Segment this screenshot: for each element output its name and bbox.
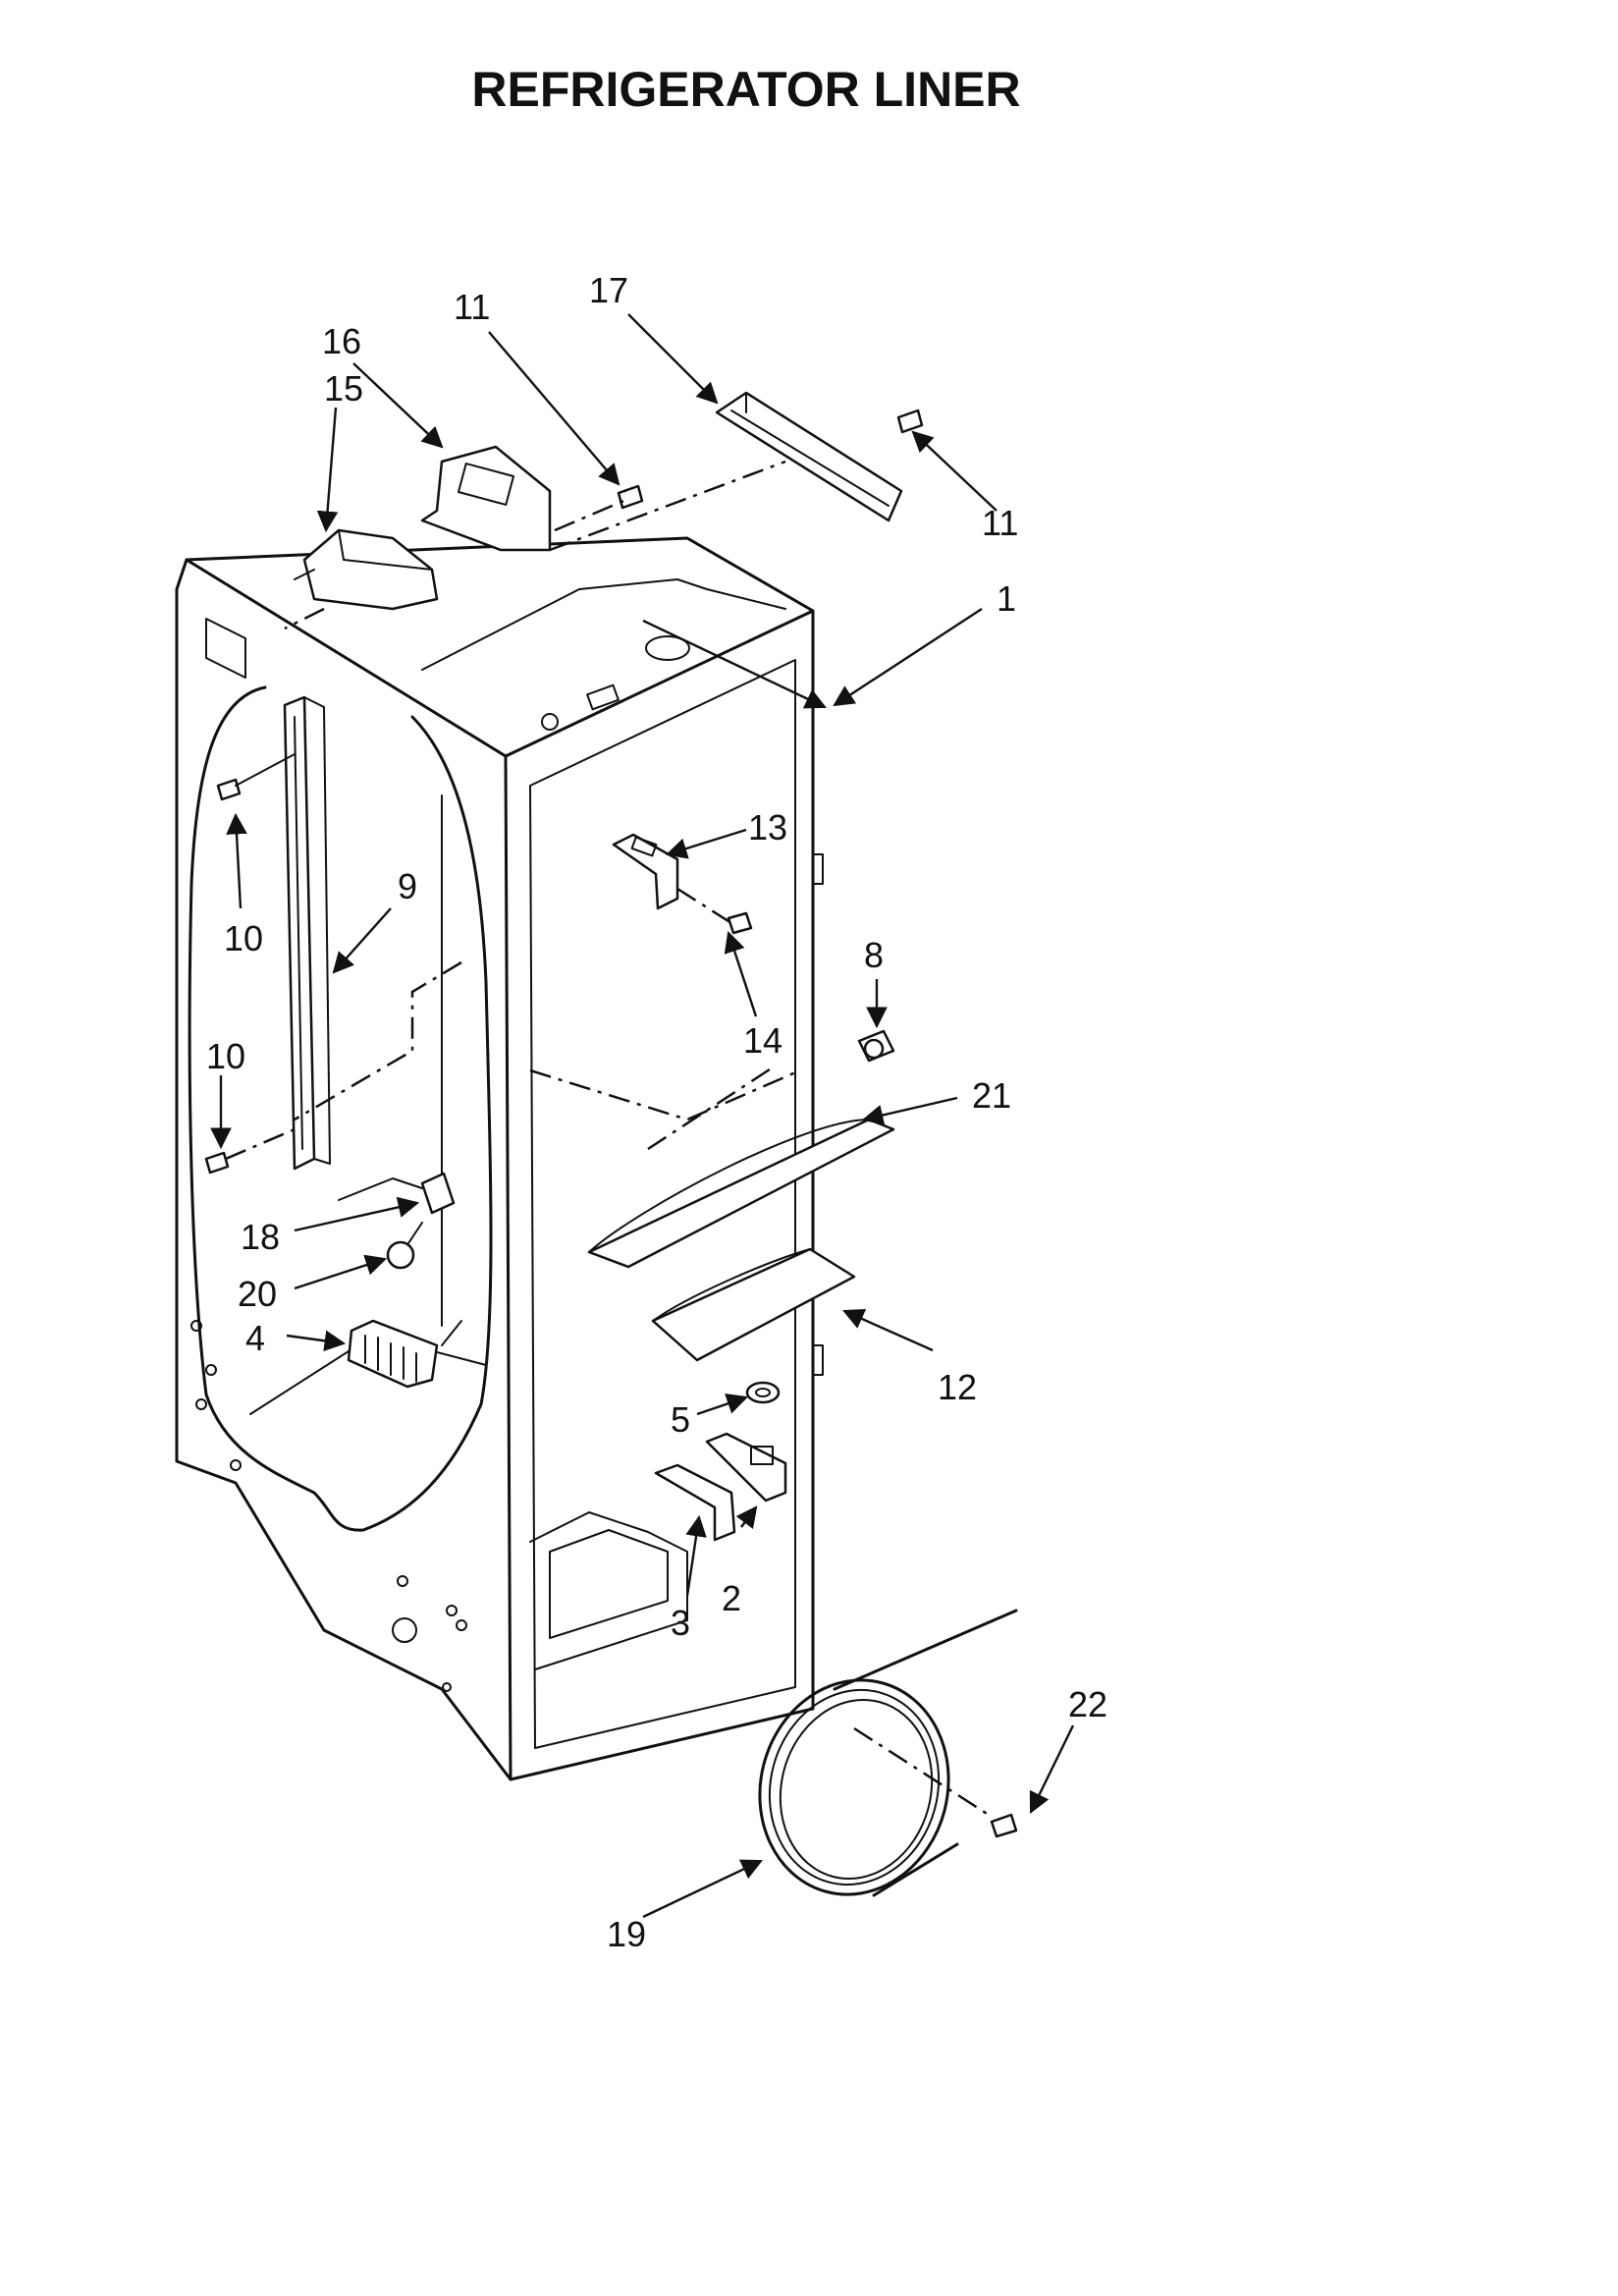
lower-strip [654,1463,736,1542]
screw-icon [617,484,644,510]
callout-2: 2 [722,1578,741,1618]
control-bracket [420,445,552,552]
control-housing [294,528,439,611]
callout-1: 1 [997,578,1016,619]
screw-icon [990,1813,1018,1838]
light-socket [338,1172,456,1215]
lower-bracket [705,1432,787,1503]
page-title: REFRIGERATOR LINER [471,62,1021,117]
tubing-coil [758,1609,1018,1897]
callout-4: 4 [245,1318,265,1358]
callout-9: 9 [398,866,417,906]
leader-lines [210,313,1075,1919]
callout-labels: 1 2 3 4 5 8 9 10 10 11 11 12 13 14 15 16… [206,270,1107,1954]
callout-16: 16 [322,321,361,361]
vertical-rail [283,695,331,1171]
callout-22: 22 [1068,1684,1107,1724]
callout-10a: 10 [224,918,263,958]
screw-icon [896,409,924,434]
callout-11b: 11 [982,503,1018,543]
callout-13: 13 [748,807,787,847]
screw-icon [727,911,753,935]
callout-17: 17 [589,270,628,310]
callout-11a: 11 [454,287,490,327]
light-bracket [612,833,679,910]
screw-icon [216,753,296,801]
callout-3: 3 [671,1603,690,1643]
callout-20: 20 [238,1274,277,1314]
callout-19: 19 [607,1914,646,1954]
callout-14: 14 [743,1020,782,1061]
callout-15: 15 [324,368,363,409]
screw-icon [204,1127,296,1175]
callout-10b: 10 [206,1036,245,1076]
top-bracket [715,391,903,522]
plug-icon [857,1029,895,1063]
callout-12: 12 [938,1367,977,1407]
vent-grille [347,1319,439,1389]
grommet-icon [745,1381,781,1404]
callout-5: 5 [671,1399,690,1440]
callout-21: 21 [972,1075,1011,1116]
pan-cover [651,1247,856,1362]
light-bulb-icon [386,1222,423,1270]
callout-18: 18 [241,1217,280,1257]
callout-8: 8 [864,935,884,975]
crisper-cover [587,1118,895,1269]
